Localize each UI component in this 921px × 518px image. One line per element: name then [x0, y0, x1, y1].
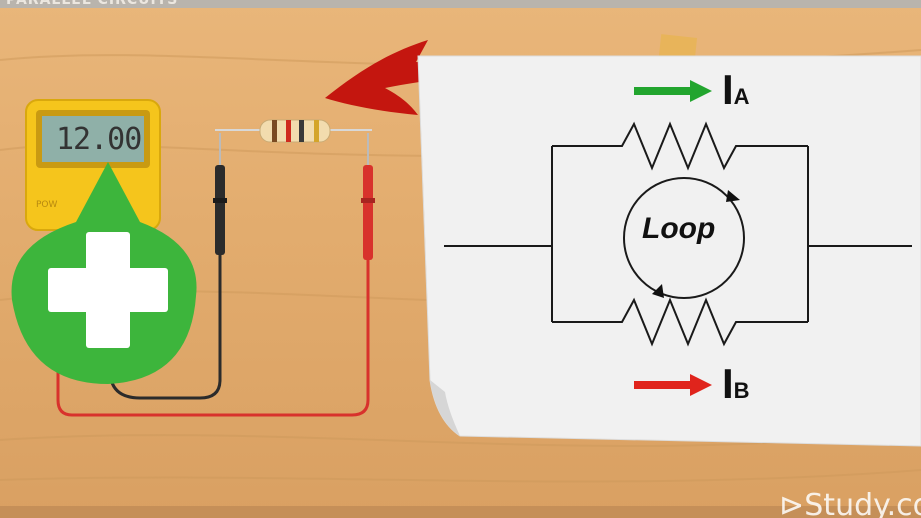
- loop-arrow-bottom: [652, 284, 664, 298]
- loop-arrow-top: [726, 190, 740, 202]
- resistor-bottom: [552, 297, 808, 347]
- black-probe: [213, 133, 227, 255]
- current-b-subscript: B: [733, 378, 750, 403]
- red-probe: [361, 133, 375, 260]
- current-a-label: IA: [722, 66, 750, 114]
- current-a-letter: I: [722, 66, 734, 113]
- current-a-arrow: [634, 80, 712, 102]
- current-a-subscript: A: [733, 84, 750, 109]
- multimeter-reading: 12.00: [56, 122, 142, 157]
- resistor: [259, 119, 331, 143]
- slide-title: PARALLEL CIRCUITS: [6, 0, 179, 8]
- resistor-top: [552, 121, 808, 171]
- loop-label: Loop: [642, 212, 716, 245]
- current-b-arrow: [634, 374, 712, 396]
- title-strip: PARALLEL CIRCUITS: [0, 0, 921, 8]
- bottom-strip: [0, 506, 921, 518]
- watermark-text: Study.co: [804, 488, 921, 518]
- study-watermark: ⊳Study.co: [779, 488, 921, 518]
- parallel-circuit: [444, 121, 912, 347]
- multimeter-brand: POW: [36, 200, 58, 210]
- paper-sheet: [417, 34, 921, 447]
- loop-circle: [623, 177, 745, 299]
- pointer-arrow: [325, 40, 452, 115]
- current-b-label: IB: [722, 360, 750, 408]
- current-b-letter: I: [722, 360, 734, 407]
- play-icon: ⊳: [779, 488, 805, 518]
- add-badge: [11, 162, 197, 384]
- red-probe-wire: [56, 260, 370, 417]
